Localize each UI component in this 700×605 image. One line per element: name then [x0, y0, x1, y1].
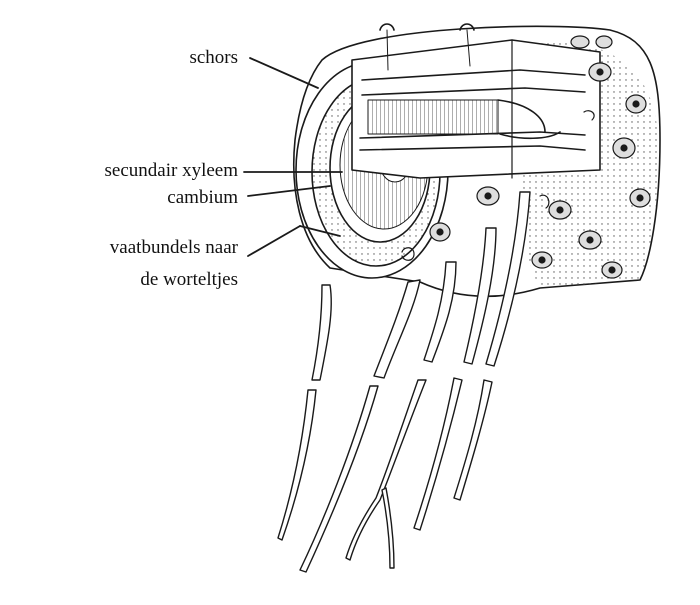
root-5: [485, 191, 531, 367]
root-2: [373, 279, 421, 379]
label-vaatbundels-line1: vaatbundels naar: [109, 237, 238, 258]
label-schors: schors: [189, 47, 238, 68]
label-cambium: cambium: [167, 187, 238, 208]
label-secundair-xyleem: secundair xyleem: [104, 160, 238, 181]
root-4: [463, 227, 497, 365]
label-vaatbundels-line2: de worteltjes: [140, 269, 238, 290]
lenticel-scars: [429, 35, 651, 279]
root-1: [311, 284, 332, 381]
root-3: [423, 261, 457, 363]
leader-lines: [243, 57, 343, 257]
longitudinal-xylem: [367, 99, 499, 135]
roots: [277, 191, 531, 573]
